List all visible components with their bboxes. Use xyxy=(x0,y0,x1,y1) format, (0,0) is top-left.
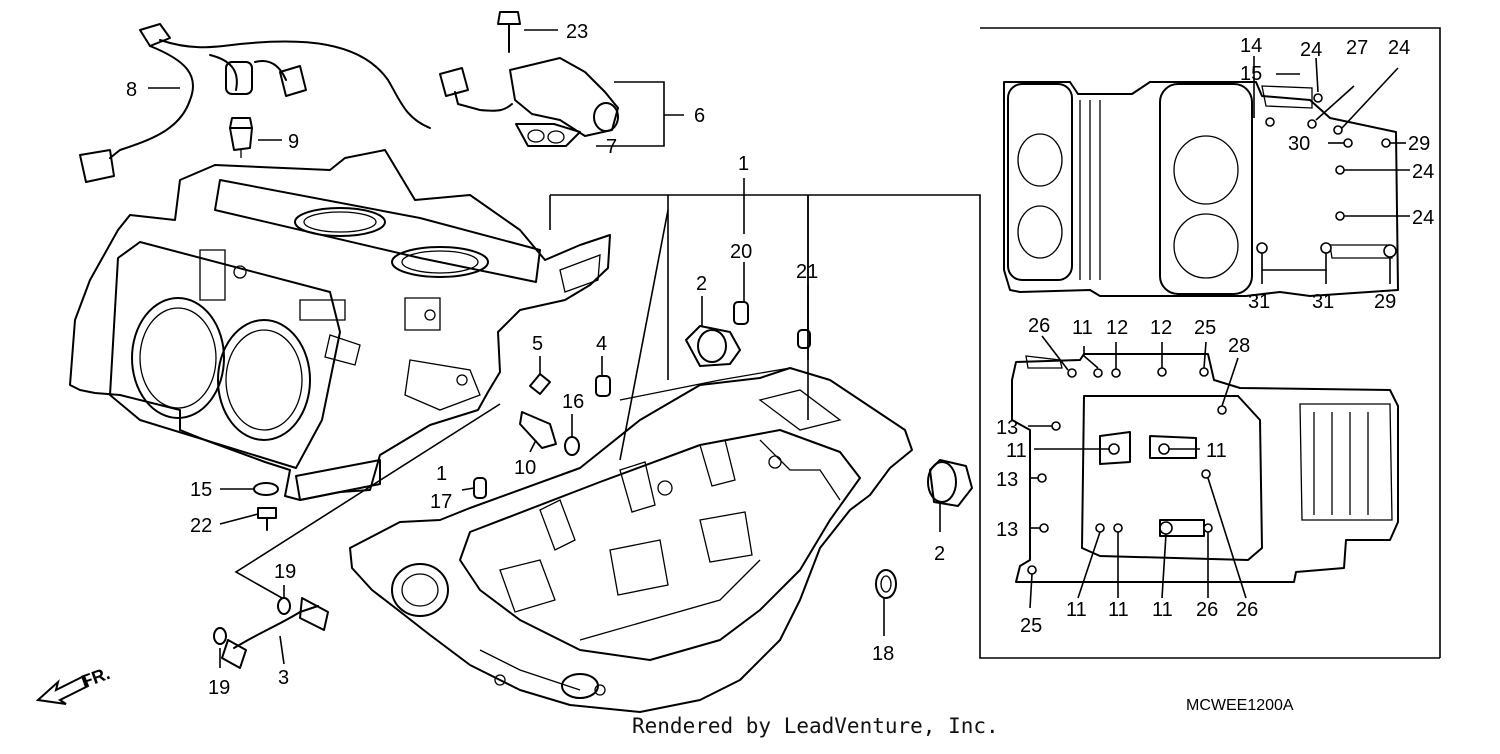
lower-crankcase[interactable] xyxy=(349,367,913,713)
callout-31a: 31 xyxy=(1248,291,1270,313)
upper-crankcase[interactable] xyxy=(69,149,611,501)
inset-upper-case xyxy=(1003,81,1399,297)
callout-12a: 12 xyxy=(1106,317,1128,339)
callout-numbers: 8 9 23 6 7 1 20 21 2 5 4 16 10 1 17 15 2… xyxy=(126,21,1434,699)
callout-3: 3 xyxy=(278,667,289,689)
callout-19b: 19 xyxy=(208,677,230,699)
callout-21: 21 xyxy=(796,261,818,283)
leader-lines xyxy=(148,29,1410,668)
inset-lower-case xyxy=(1011,353,1399,583)
callout-15b: 15 xyxy=(1240,63,1262,85)
callout-14: 14 xyxy=(1240,35,1262,57)
callout-24c: 24 xyxy=(1412,161,1434,183)
callout-24d: 24 xyxy=(1412,207,1434,229)
callout-25b: 25 xyxy=(1020,615,1042,637)
inset-upper-holes xyxy=(1256,93,1397,258)
callout-11f: 11 xyxy=(1152,599,1173,621)
callout-23: 23 xyxy=(566,21,588,43)
solenoid-valve[interactable] xyxy=(439,57,619,147)
callout-8: 8 xyxy=(126,79,137,101)
callout-10: 10 xyxy=(514,457,536,479)
callout-27: 27 xyxy=(1346,37,1368,59)
inset-lower-holes xyxy=(1027,367,1227,575)
direction-label: FR. xyxy=(79,663,113,692)
callout-15a: 15 xyxy=(190,479,212,501)
callout-18: 18 xyxy=(872,643,894,665)
callout-1a: 1 xyxy=(738,153,749,175)
callout-13a: 13 xyxy=(996,417,1018,439)
callout-11b: 11 xyxy=(1006,440,1027,462)
callout-20: 20 xyxy=(730,241,752,263)
callout-30: 30 xyxy=(1288,133,1310,155)
rendered-by-credit: Rendered by LeadVenture, Inc. xyxy=(632,714,999,738)
callout-24a: 24 xyxy=(1300,39,1322,61)
callout-6: 6 xyxy=(694,105,705,127)
callout-2a: 2 xyxy=(696,273,707,295)
callout-26a: 26 xyxy=(1028,315,1050,337)
assembly-lines xyxy=(234,27,1441,659)
wire-harness[interactable] xyxy=(79,23,431,183)
callout-4: 4 xyxy=(596,333,607,355)
diagram-code: MCWEE1200A xyxy=(1186,697,1294,714)
callout-29a: 29 xyxy=(1408,133,1430,155)
callout-12b: 12 xyxy=(1150,317,1172,339)
bolt-23[interactable] xyxy=(497,11,521,53)
callout-7: 7 xyxy=(606,136,617,158)
callout-29b: 29 xyxy=(1374,291,1396,313)
callout-28: 28 xyxy=(1228,335,1250,357)
callout-13c: 13 xyxy=(996,519,1018,541)
callout-16: 16 xyxy=(562,391,584,413)
callout-26b: 26 xyxy=(1196,599,1218,621)
callout-31b: 31 xyxy=(1312,291,1334,313)
callout-24b: 24 xyxy=(1388,37,1410,59)
callout-2b: 2 xyxy=(934,543,945,565)
oil-pressure-switch[interactable] xyxy=(229,117,253,158)
callout-26c: 26 xyxy=(1236,599,1258,621)
callout-11e: 11 xyxy=(1108,599,1129,621)
callout-9: 9 xyxy=(288,131,299,153)
callout-11a: 11 xyxy=(1072,317,1093,339)
callout-11c: 11 xyxy=(1206,440,1227,462)
callout-1b: 1 xyxy=(436,463,447,485)
callout-22: 22 xyxy=(190,515,212,537)
front-arrow-icon: FR. xyxy=(35,663,113,705)
callout-11d: 11 xyxy=(1066,599,1087,621)
callout-17: 17 xyxy=(430,491,452,513)
callout-13b: 13 xyxy=(996,469,1018,491)
callout-25a: 25 xyxy=(1194,317,1216,339)
callout-19a: 19 xyxy=(274,561,296,583)
callout-5: 5 xyxy=(532,333,543,355)
